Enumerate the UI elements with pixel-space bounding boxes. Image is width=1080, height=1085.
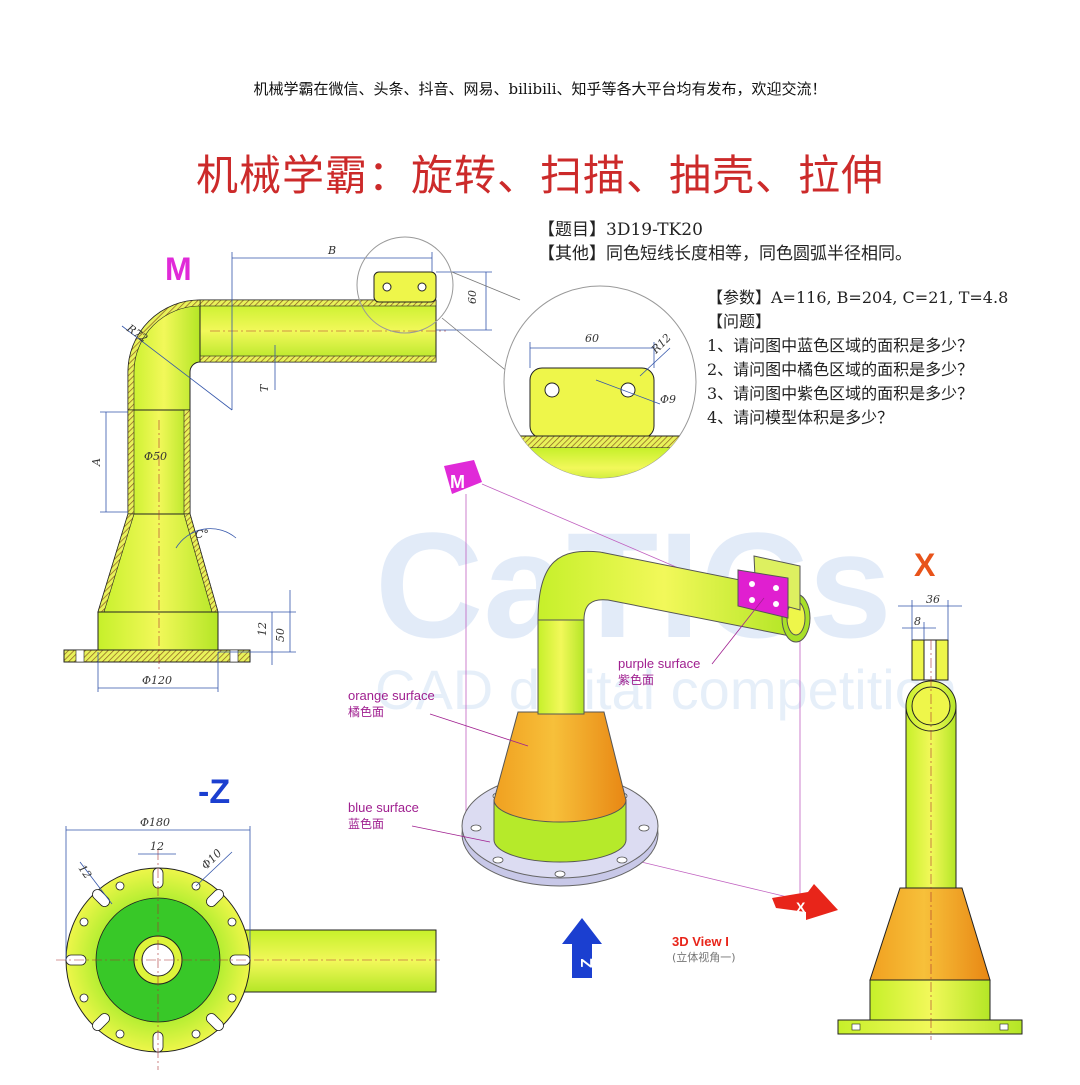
m-view-marker: M xyxy=(444,460,482,494)
m-view-part xyxy=(63,271,446,672)
view-label-neg-z: -Z xyxy=(198,773,230,811)
detail-dim-phi9: Φ9 xyxy=(660,393,676,406)
view3d-subtitle: (立体视角一) xyxy=(672,950,736,964)
info-block: 【题目】3D19-TK20 【其他】同色短线长度相等，同色圆弧半径相同。 xyxy=(538,218,1058,266)
topic-line: 【题目】3D19-TK20 xyxy=(538,220,703,240)
z-dim-phi10: Φ10 xyxy=(199,847,224,872)
dim-50: 50 xyxy=(274,628,287,642)
dim-c: C° xyxy=(195,528,209,541)
purple-surface-label-cn: 紫色面 xyxy=(618,673,654,687)
z-dim-12-top: 12 xyxy=(150,840,164,853)
dim-60-top: 60 xyxy=(466,290,479,304)
dim-t: T xyxy=(258,383,271,392)
detail-source-circle xyxy=(356,236,454,334)
blue-surface-label: blue surface xyxy=(348,800,419,815)
purple-leader xyxy=(711,597,765,665)
question-3: 3、请问图中紫色区域的面积是多少？ xyxy=(707,384,974,403)
dim-phi50: Φ50 xyxy=(144,450,167,463)
x-view-part xyxy=(837,639,1023,1040)
neg-z-view-part xyxy=(56,850,440,1070)
m-marker-text: M xyxy=(450,472,465,492)
view3d-title: 3D View I xyxy=(672,934,729,949)
question-block: 【参数】A=116, B=204, C=21, T=4.8 【问题】 1、请问图… xyxy=(707,286,1037,430)
detail-view xyxy=(503,285,697,479)
z-axis-arrow: Z xyxy=(562,918,602,978)
params-line: 【参数】A=116, B=204, C=21, T=4.8 xyxy=(707,288,1009,307)
3d-model xyxy=(461,550,811,887)
view-label-m: M xyxy=(165,251,192,287)
z-dim-phi180: Φ180 xyxy=(140,816,170,829)
orange-surface-label-cn: 橘色面 xyxy=(348,704,384,719)
purple-surface-label: purple surface xyxy=(618,656,700,671)
z-dim-12-left: 12 xyxy=(76,862,95,881)
blue-surface-label-cn: 蓝色面 xyxy=(348,817,384,831)
z-arrow-text: Z xyxy=(579,958,596,968)
question-4: 4、请问模型体积是多少？ xyxy=(707,408,894,427)
question-1: 1、请问图中蓝色区域的面积是多少？ xyxy=(707,336,974,355)
banner-text: 机械学霸在微信、头条、抖音、网易、bilibili、知乎等各大平台均有发布，欢迎… xyxy=(253,80,827,98)
question-2: 2、请问图中橘色区域的面积是多少？ xyxy=(707,360,974,379)
questions-header: 【问题】 xyxy=(707,312,772,331)
dim-a: A xyxy=(90,458,103,467)
dim-phi120: Φ120 xyxy=(142,674,172,687)
x-dim-8: 8 xyxy=(914,615,921,628)
page-title: 机械学霸：旋转、扫描、抽壳、拉伸 xyxy=(195,151,884,200)
orange-surface-label: orange surface xyxy=(348,688,435,703)
x-axis-arrow: X xyxy=(772,884,838,920)
m-view-dimensions xyxy=(97,252,492,692)
x-view-dimensions xyxy=(898,600,962,640)
watermark-sub-text: CAD digital competition xyxy=(375,658,958,721)
neg-z-dimensions xyxy=(65,826,251,960)
orange-leader xyxy=(429,713,529,747)
detail-dim-60: 60 xyxy=(585,332,599,345)
dim-b: B xyxy=(327,244,336,257)
view-label-x: X xyxy=(914,547,936,583)
dim-12: 12 xyxy=(256,622,269,636)
other-line: 【其他】同色短线长度相等，同色圆弧半径相同。 xyxy=(538,244,912,264)
blue-leader xyxy=(411,825,491,843)
x-arrow-text: X xyxy=(796,899,806,915)
x-dim-36: 36 xyxy=(926,593,940,606)
